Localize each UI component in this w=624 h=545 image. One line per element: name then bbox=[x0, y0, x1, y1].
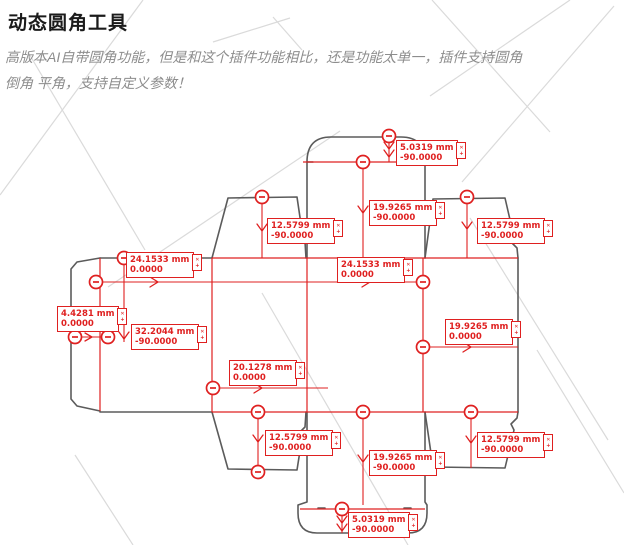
corner-anchor-circles bbox=[67, 128, 479, 517]
dieline-cut-outline bbox=[70, 136, 519, 534]
dimension-arrowheads bbox=[84, 141, 477, 533]
description-line-1: 高版本AI自带圆角功能，但是和这个插件功能相比，还是功能太单一，插件支持圆角 bbox=[5, 49, 523, 65]
fold-lines bbox=[99, 161, 518, 510]
dimension-leader-lines bbox=[75, 136, 518, 533]
description-text: 高版本AI自带圆角功能，但是和这个插件功能相比，还是功能太单一，插件支持圆角倒角… bbox=[0, 35, 624, 96]
description-line-2: 倒角 平角，支持自定义参数！ bbox=[5, 75, 191, 91]
page-title: 动态圆角工具 bbox=[8, 13, 129, 34]
